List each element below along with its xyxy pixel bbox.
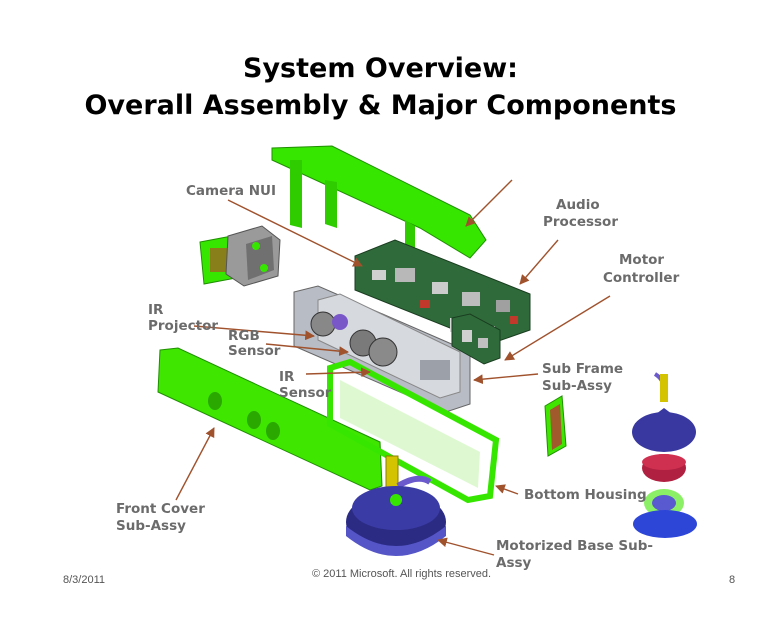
footer-copyright: © 2011 Microsoft. All rights reserved. [312,568,492,580]
motor-stack-part [632,372,697,538]
label-motor-controller-line1: Motor [619,252,665,268]
label-sub-frame-line2: Sub-Assy [542,378,612,394]
label-ir-sensor-line2: Sensor [279,385,332,401]
title-line-2: Overall Assembly & Major Components [84,90,677,121]
label-motor-controller-line2: Controller [603,270,680,286]
label-rgb-sensor-line2: Sensor [228,343,281,359]
label-ir-projector-line2: Projector [148,318,218,334]
motorized-base-part [346,455,446,556]
label-front-cover-line2: Sub-Assy [116,518,186,534]
front-cover-part [157,347,383,491]
label-ir-sensor-line1: IR [279,369,295,385]
sub-frame-part [293,285,471,413]
leader-sub-frame [473,373,539,385]
label-camera-nui: Camera NUI [186,183,276,199]
label-motorized-base-line1: Motorized Base Sub- [496,538,653,554]
leader-lines [175,179,611,556]
motor-controller-board [451,313,501,365]
leader-rgb-sensor [265,343,349,357]
footer-date: 8/3/2011 [63,574,106,586]
leader-ir-sensor [305,367,371,378]
title-line-1: System Overview: [243,53,518,84]
label-front-cover-line1: Front Cover [116,501,205,517]
label-motorized-base-line2: Assy [496,555,532,571]
leader-top-housing [465,179,513,227]
label-audio-processor-line2: Processor [543,214,618,230]
leader-motorized-base [437,537,495,556]
side-bracket-part [544,395,567,457]
leader-audio-processor [519,239,559,285]
leader-motor-controller [504,295,611,361]
label-sub-frame-line1: Sub Frame [542,361,624,377]
label-audio-processor-line1: Audio [556,197,600,213]
bottom-housing-part [327,358,500,504]
label-rgb-sensor-line1: RGB [228,328,260,344]
label-ir-projector-line1: IR [148,302,164,318]
leader-camera-nui [227,199,363,267]
camera-module-part [199,225,281,287]
leader-front-cover [175,427,215,501]
leader-ir-projector [193,325,315,341]
footer-page-number: 8 [729,574,736,586]
leader-bottom-housing [495,484,519,495]
label-bottom-housing: Bottom Housing [524,487,647,503]
